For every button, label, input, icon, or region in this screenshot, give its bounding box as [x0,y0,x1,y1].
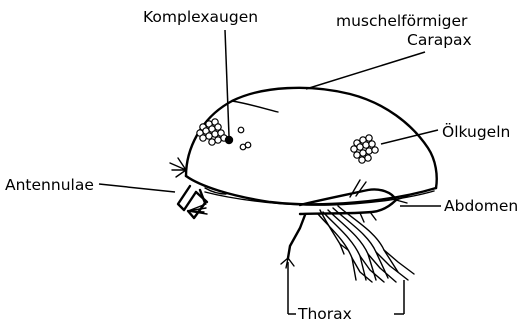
label-komplexaugen: Komplexaugen [143,8,258,26]
thorax-legs [281,206,414,282]
label-thorax: Thorax [297,305,352,322]
oil-droplets [351,135,378,163]
label-abdomen: Abdomen [444,197,518,215]
antennae [170,158,226,218]
label-oelkugeln: Ölkugeln [442,122,510,141]
label-carapax-line1: muschelförmiger [336,12,468,30]
carapace [186,88,437,205]
leader-lines [99,30,441,314]
label-antennulae: Antennulae [5,176,94,194]
label-carapax-line2: Carapax [407,31,472,49]
abdomen-body [300,180,408,222]
